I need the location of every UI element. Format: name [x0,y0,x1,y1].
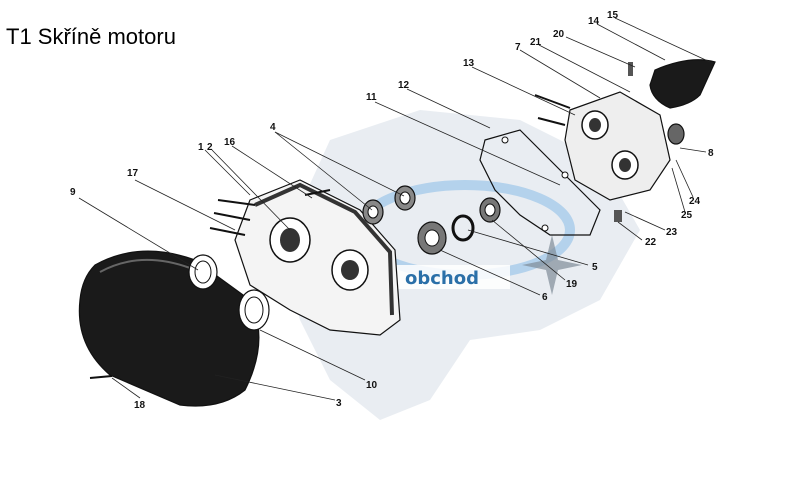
right-cover [649,59,716,109]
watermark-text: obchod [405,268,479,289]
bolt-20 [628,62,633,76]
callout-17: 17 [127,168,139,179]
main-bearing [417,221,447,255]
callout-12: 12 [398,80,410,91]
callout-10: 10 [366,380,378,391]
callout-18: 18 [134,400,146,411]
bearing-ring [238,289,270,331]
page-title: T1 Skříně motoru [6,24,176,49]
callout-23: 23 [666,227,678,238]
left-cover [78,250,260,407]
compass-star-icon [522,235,582,295]
circlip [451,214,475,242]
callout-2: 2 [207,142,213,153]
callout-24: 24 [689,196,701,207]
callout-19: 19 [566,279,578,290]
bearing-pair [362,185,416,225]
callout-21: 21 [530,37,542,48]
callout-3: 3 [336,398,342,409]
callout-16: 16 [224,137,236,148]
callout-4: 4 [270,122,276,133]
callout-14: 14 [588,16,600,27]
callout-1: 1 [198,142,204,153]
gasket [479,129,601,236]
callout-25: 25 [681,210,693,221]
right-crankcase [564,91,671,201]
studs [209,94,571,236]
callout-20: 20 [553,29,565,40]
callout-9: 9 [70,187,76,198]
callout-15: 15 [607,10,619,21]
callout-11: 11 [366,92,377,103]
seal-ring [188,254,218,290]
callout-22: 22 [645,237,657,248]
small-bearing [479,197,501,223]
screw-18 [89,375,113,379]
callout-7: 7 [515,42,521,53]
callout-13: 13 [463,58,475,69]
callout-8: 8 [708,148,714,159]
leader-lines [78,17,711,401]
callout-5: 5 [592,262,598,273]
seal-8 [667,123,685,145]
drain-plug-22 [614,210,622,222]
callout-numbers: 1 2 3 4 5 6 7 8 9 10 11 12 13 14 15 16 1… [70,10,714,411]
callout-6: 6 [542,292,548,303]
left-crankcase [234,179,401,336]
